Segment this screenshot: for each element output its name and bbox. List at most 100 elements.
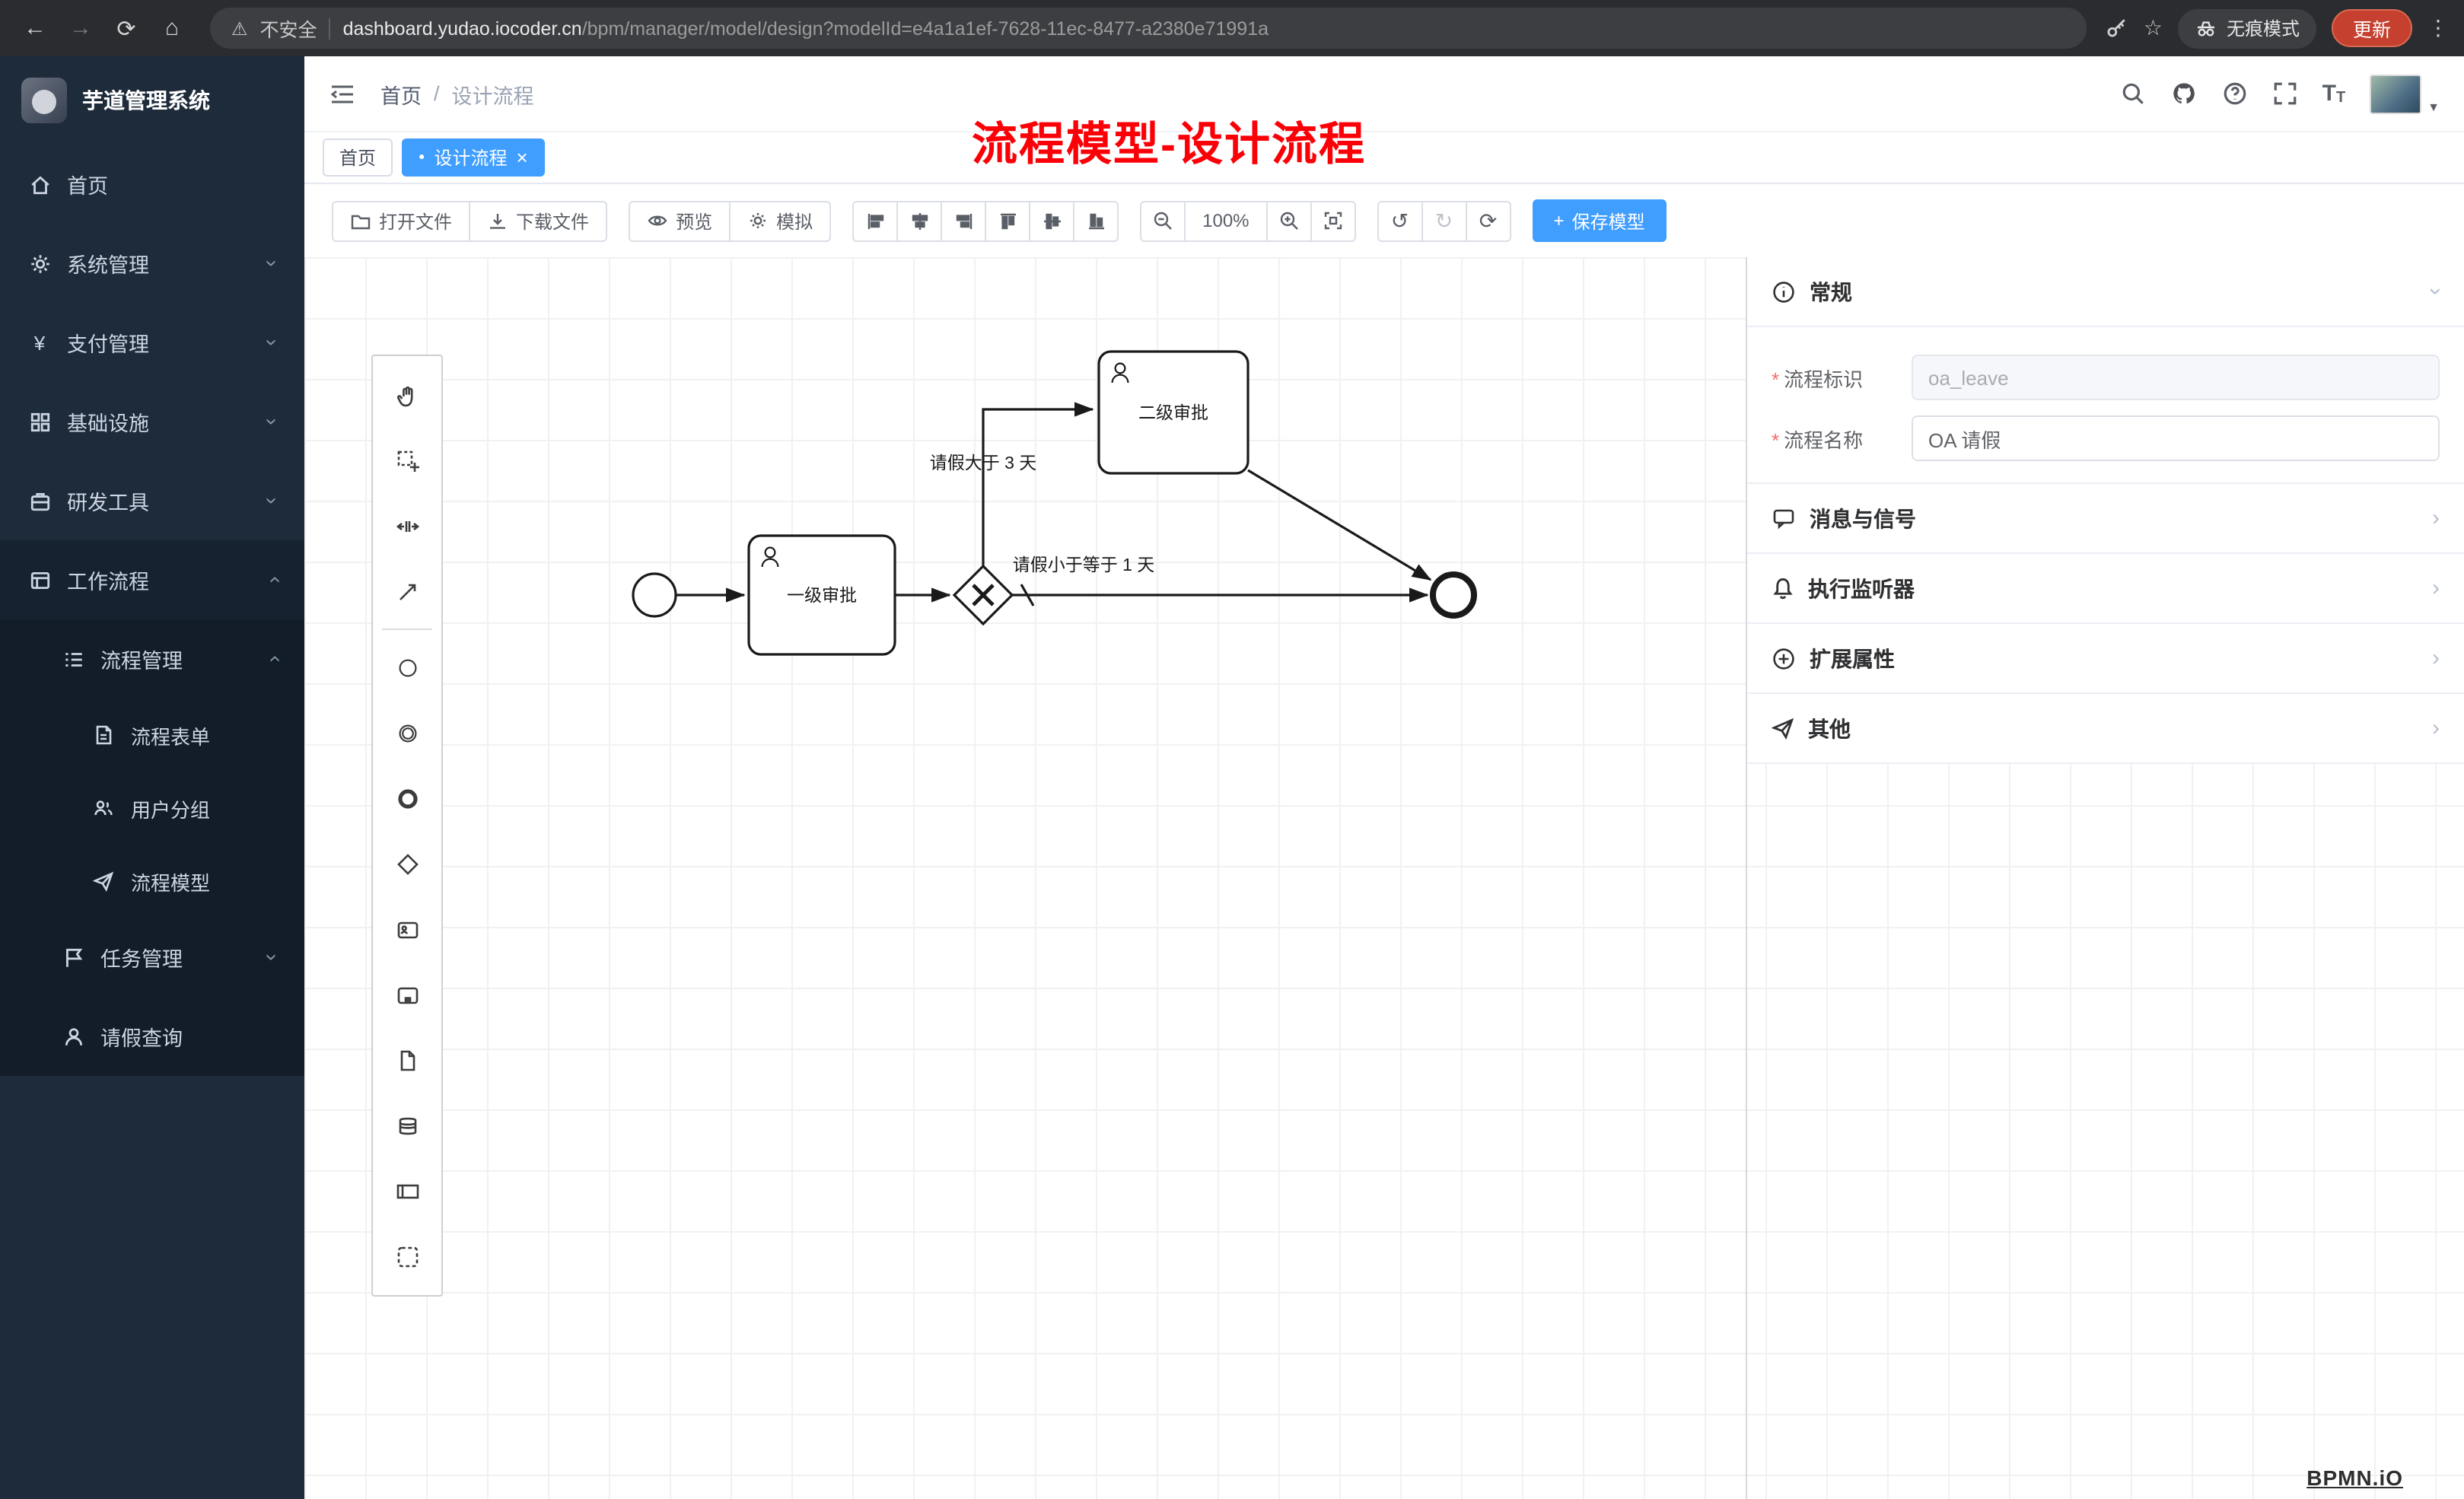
users-icon (91, 797, 116, 819)
x-marker-icon (972, 584, 995, 606)
address-bar[interactable]: ⚠ 不安全 dashboard.yudao.iocoder.cn/bpm/man… (210, 8, 2087, 49)
search-icon[interactable] (2120, 81, 2146, 107)
create-data-object[interactable] (373, 1027, 441, 1093)
download-file-button[interactable]: 下载文件 (469, 200, 608, 241)
sidebar-item-home[interactable]: 首页 (0, 145, 304, 224)
fullscreen-icon[interactable] (2272, 81, 2298, 107)
align-top-button[interactable] (985, 200, 1031, 241)
close-icon[interactable]: × (516, 146, 528, 169)
end-event[interactable] (1430, 571, 1477, 619)
app-title: 芋道管理系统 (82, 88, 210, 113)
undo-button[interactable]: ↺ (1377, 200, 1423, 241)
help-icon[interactable] (2222, 81, 2248, 107)
process-key-label: *流程标识 (1772, 368, 1864, 390)
user-task-level1-shape[interactable] (747, 534, 896, 656)
align-bottom-button[interactable] (1073, 200, 1119, 241)
breadcrumb-home[interactable]: 首页 (380, 84, 422, 107)
exclusive-gateway[interactable] (952, 564, 1014, 626)
bookmark-star-icon[interactable]: ☆ (2143, 15, 2163, 40)
user-task-level2[interactable]: 二级审批 (1097, 350, 1250, 475)
password-key-icon[interactable] (2106, 17, 2128, 40)
simulate-button[interactable]: 模拟 (729, 200, 832, 241)
zoom-out-icon (1154, 212, 1172, 230)
tab-design-process[interactable]: ● 设计流程 × (402, 138, 545, 177)
start-event[interactable] (632, 572, 677, 618)
create-group[interactable] (373, 1224, 441, 1289)
hand-tool[interactable] (373, 362, 441, 428)
space-tool[interactable] (373, 493, 441, 559)
browser-forward-button[interactable]: → (69, 15, 92, 41)
browser-chrome: ← → ⟳ ⌂ ⚠ 不安全 dashboard.yudao.iocoder.cn… (0, 0, 2464, 56)
save-model-button[interactable]: + 保存模型 (1532, 199, 1667, 242)
app-logo-row[interactable]: 芋道管理系统 (0, 56, 304, 145)
align-left-button[interactable] (852, 200, 899, 241)
section-extended-attributes[interactable]: 扩展属性 › (1747, 624, 2464, 694)
section-execution-listener[interactable]: 执行监听器 › (1747, 554, 2464, 624)
sidebar-item-dev[interactable]: 研发工具 › (0, 461, 304, 540)
lasso-tool[interactable] (373, 428, 441, 493)
sidebar-item-leave-query[interactable]: 请假查询 (0, 997, 304, 1076)
bpmn-io-logo[interactable]: BPMN.iO (2306, 1466, 2403, 1490)
align-middle-button[interactable] (1029, 200, 1075, 241)
preview-button[interactable]: 预览 (629, 200, 731, 241)
eye-icon (648, 215, 667, 226)
bpmn-canvas[interactable]: 请假大于 3 天 请假小于等于 1 天 一级审批 (304, 257, 2464, 1499)
create-data-store[interactable] (373, 1093, 441, 1158)
tab-home[interactable]: 首页 (323, 138, 393, 177)
sidebar-collapse-icon[interactable] (329, 81, 356, 106)
view-button-group: 预览 模拟 (629, 200, 832, 241)
sidebar-item-workflow[interactable]: 工作流程 › (0, 540, 304, 619)
align-right-button[interactable] (941, 200, 987, 241)
create-subprocess[interactable] (373, 962, 441, 1027)
sidebar-item-system[interactable]: 系统管理 › (0, 224, 304, 303)
create-end-event[interactable] (373, 765, 441, 831)
flow-task2-to-end[interactable] (1247, 469, 1432, 581)
github-icon[interactable] (2170, 81, 2198, 107)
section-message-signal[interactable]: 消息与信号 › (1747, 484, 2464, 554)
zoom-reset-button[interactable] (1310, 200, 1356, 241)
sidebar-item-task-management[interactable]: 任务管理 › (0, 918, 304, 997)
space-tool-icon (395, 520, 419, 531)
sidebar-item-user-group[interactable]: 用户分组 (0, 772, 304, 845)
zoom-out-button[interactable] (1140, 200, 1186, 241)
create-user-task[interactable] (373, 896, 441, 962)
browser-home-button[interactable]: ⌂ (164, 15, 180, 41)
sidebar-item-process-model[interactable]: 流程模型 (0, 845, 304, 918)
create-participant[interactable] (373, 1158, 441, 1224)
user-task-level2-shape[interactable] (1097, 350, 1250, 475)
flow-gateway-to-task2[interactable] (982, 402, 1094, 566)
section-other[interactable]: 其他 › (1747, 694, 2464, 764)
process-name-input[interactable] (1912, 415, 2440, 461)
user-avatar-wrap[interactable]: ▼ (2370, 74, 2440, 113)
sidebar-item-pay[interactable]: ¥ 支付管理 › (0, 303, 304, 382)
section-general[interactable]: 常规 › (1747, 257, 2464, 327)
user-task-level1[interactable]: 一级审批 (747, 534, 896, 656)
process-key-input[interactable] (1912, 355, 2440, 400)
task2-label: 二级审批 (1138, 403, 1208, 422)
document-icon (91, 724, 116, 746)
sidebar-item-process-form[interactable]: 流程表单 (0, 699, 304, 772)
browser-reload-button[interactable]: ⟳ (116, 16, 136, 42)
browser-back-button[interactable]: ← (24, 15, 46, 41)
flow-label-gt[interactable]: 请假大于 3 天 (930, 453, 1037, 473)
global-connect-tool[interactable] (373, 559, 441, 624)
zoom-button-group: 100% (1140, 200, 1356, 241)
redo-button[interactable]: ↻ (1421, 200, 1467, 241)
not-secure-label: 不安全 (259, 20, 317, 41)
browser-menu-icon[interactable]: ⋮ (2427, 15, 2449, 40)
open-file-button[interactable]: 打开文件 (332, 200, 471, 241)
zoom-in-button[interactable] (1265, 200, 1312, 241)
browser-update-button[interactable]: 更新 (2331, 9, 2412, 47)
create-gateway[interactable] (373, 831, 441, 896)
flow-label-le[interactable]: 请假小于等于 1 天 (1013, 555, 1155, 574)
restart-button[interactable]: ⟳ (1465, 200, 1511, 241)
create-intermediate-event[interactable] (373, 700, 441, 765)
sidebar-item-process-management[interactable]: 流程管理 › (0, 619, 304, 699)
align-center-button[interactable] (896, 200, 943, 241)
sidebar-item-infra[interactable]: 基础设施 › (0, 382, 304, 461)
process-name-label: *流程名称 (1772, 428, 1864, 451)
create-start-event[interactable] (373, 635, 441, 700)
